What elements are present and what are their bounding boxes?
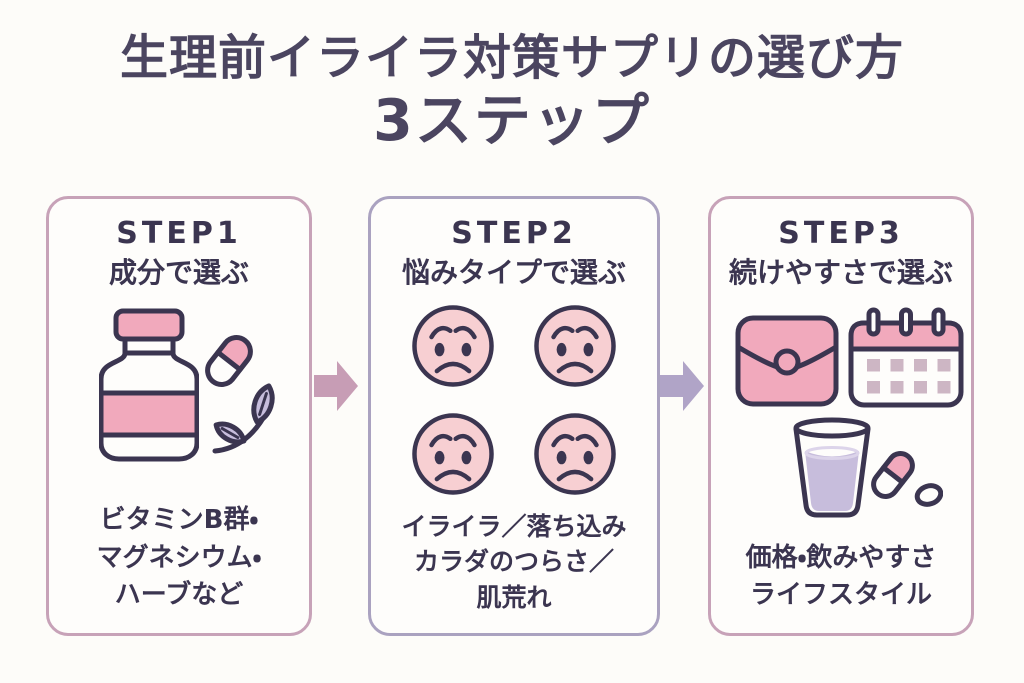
title-line-2: 3ステップ (373, 87, 651, 154)
step3-icon-area (711, 291, 971, 540)
step1-card: STEP1 成分で選ぶ (46, 196, 312, 636)
worried-face-icon (534, 412, 616, 495)
step3-label: STEP3 (778, 216, 904, 251)
step2-description-line: カラダのつらさ／ (413, 547, 614, 576)
worried-face-icon (412, 304, 494, 387)
step2-description: イライラ／落ち込み カラダのつらさ／ 肌荒れ (371, 509, 657, 616)
page-title: 生理前イライラ対策サプリの選び方 3ステップ (0, 30, 1024, 152)
water-glass-icon (793, 417, 871, 518)
step2-icon-area (371, 291, 657, 509)
title-line-1: 生理前イライラ対策サプリの選び方 (119, 30, 904, 86)
step1-description-line: ハーブなど (114, 580, 244, 611)
capsule-icon (205, 334, 253, 387)
worried-face-icon (412, 412, 494, 495)
worried-face-icon (534, 304, 616, 387)
step3-description-line: ライフスタイル (749, 580, 932, 611)
step1-icon-area (49, 291, 309, 502)
step2-card: STEP2 悩みタイプで選ぶ (368, 196, 660, 636)
step1-label: STEP1 (116, 216, 242, 251)
step1-description: ビタミンB群・ マグネシウム・ ハーブなど (49, 502, 309, 615)
calendar-icon (848, 307, 964, 408)
step2-description-line: イライラ／落ち込み (401, 511, 627, 541)
step2-subtitle: 悩みタイプで選ぶ (401, 255, 626, 289)
herb-leaves-icon (212, 383, 275, 454)
arrow-right-icon (314, 361, 358, 411)
step3-description: 価格・飲みやすさ ライフスタイル (711, 540, 971, 615)
step1-subtitle: 成分で選ぶ (108, 255, 249, 289)
pill-bottle-icon (99, 308, 199, 462)
step1-description-line: マグネシウム・ (96, 542, 262, 573)
step3-card: STEP3 続けやすさで選ぶ (708, 196, 974, 636)
step3-description-line: 価格・飲みやすさ (745, 542, 937, 573)
arrow-right-icon (660, 361, 704, 411)
worried-faces-grid (371, 291, 657, 509)
step3-subtitle: 続けやすさで選ぶ (728, 255, 953, 289)
pills-icon (871, 450, 943, 507)
step1-description-line: ビタミンB群・ (99, 504, 259, 535)
wallet-icon (735, 315, 839, 407)
step2-label: STEP2 (451, 216, 577, 251)
step2-description-line: 肌荒れ (476, 582, 552, 612)
